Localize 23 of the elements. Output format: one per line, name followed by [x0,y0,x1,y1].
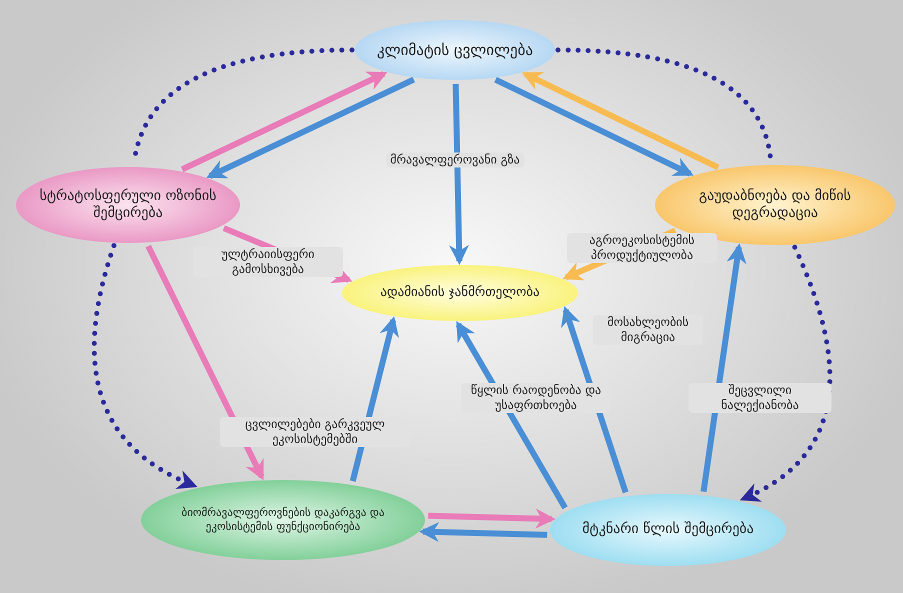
node-label: მტკნარი წლის შემცირება [582,521,754,539]
arrow [180,71,388,172]
arrow [522,71,720,170]
ellipse-node [342,265,578,321]
dotted-arrow [92,243,198,488]
arrow [418,522,548,542]
arrow [206,76,416,179]
dotted-arrow [740,244,832,502]
arrow [494,76,694,177]
edge-label: მრავალფეროვანი გზა [386,152,524,168]
node-label: სტრატოსფერული ოზონის შემცირება [38,188,218,222]
edge-label: ულტრაიისფერი გამოსხივება [193,247,343,277]
arrow [700,243,746,492]
arrow [146,244,264,480]
node-label: გაუდაბნოება და მიწის დეგრადაცია [698,188,852,222]
edge-label: მოსახლეობის მიგრაცია [593,315,703,345]
node-label: ადამიანის ჯანმრთელობა [380,284,540,302]
node-label: კლიმატის ცვლილება [377,40,533,60]
edge-label: შეცვლილი ნალექიანობა [688,383,832,413]
edge-label: აგროეკოსისტემის პროდუქტიულობა [567,233,717,263]
arrow [428,508,556,529]
node-label: ბიომრავალფეროვნების დაკარგვა და ეკოსისტემის ფუნქციონირება [180,506,386,534]
arrow [449,84,469,265]
